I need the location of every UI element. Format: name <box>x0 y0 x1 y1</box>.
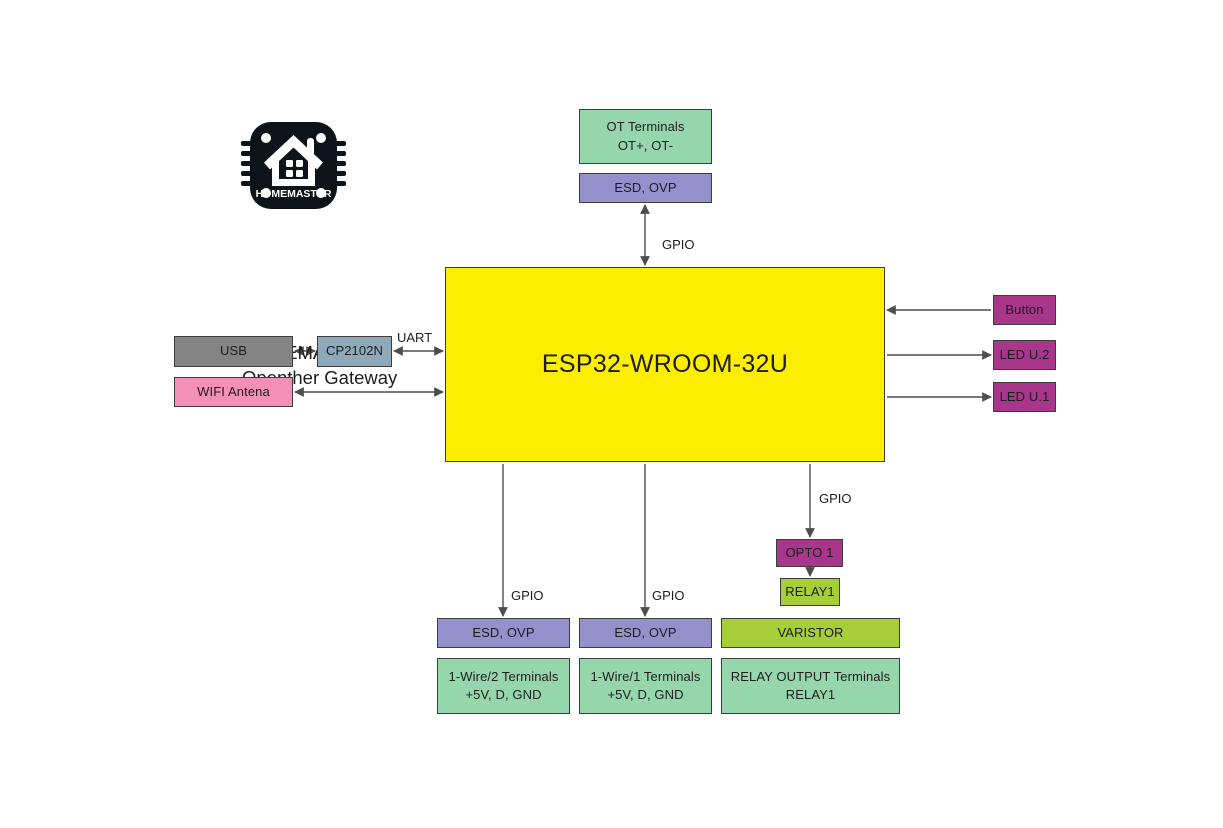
block-label-line2: OT+, OT- <box>617 137 674 153</box>
block-cp2102n[interactable]: CP2102N <box>317 336 392 367</box>
block-label: RELAY1 <box>785 583 835 599</box>
wire-label-uart: UART <box>397 330 433 345</box>
block-relay-output-terminals[interactable]: RELAY OUTPUT Terminals RELAY1 <box>721 658 900 714</box>
block-label-line1: OT Terminals <box>606 119 685 135</box>
homemaster-chip-house-logo-icon: HOMEMASTER <box>241 122 346 209</box>
block-esd-ovp-onewire1[interactable]: ESD, OVP <box>579 618 712 648</box>
block-onewire2-terminals[interactable]: 1-Wire/2 Terminals +5V, D, GND <box>437 658 570 714</box>
block-led-u1[interactable]: LED U.1 <box>993 382 1056 412</box>
block-label: CP2102N <box>325 343 384 359</box>
block-wifi-antenna[interactable]: WIFI Antena <box>174 377 293 407</box>
block-label-line1: 1-Wire/2 Terminals <box>448 668 559 684</box>
block-label: ESD, OVP <box>614 179 677 195</box>
wire-label-gpio-ot: GPIO <box>662 237 695 252</box>
block-label: USB <box>219 343 248 359</box>
block-label: OPTO 1 <box>785 544 834 560</box>
block-label-line2: +5V, D, GND <box>465 687 542 702</box>
block-onewire1-terminals[interactable]: 1-Wire/1 Terminals +5V, D, GND <box>579 658 712 714</box>
block-label-line1: 1-Wire/1 Terminals <box>590 668 701 684</box>
block-label-line2: RELAY1 <box>785 687 836 702</box>
block-label: LED U.1 <box>999 388 1050 404</box>
block-label-line1: RELAY OUTPUT Terminals <box>730 668 891 684</box>
block-label: VARISTOR <box>777 624 844 640</box>
block-esp32-wroom-32u[interactable]: ESP32-WROOM-32U <box>445 267 885 462</box>
block-ot-terminals[interactable]: OT Terminals OT+, OT- <box>579 109 712 164</box>
wire-label-gpio-opto: GPIO <box>819 491 852 506</box>
block-relay1[interactable]: RELAY1 <box>780 578 840 606</box>
wire-label-gpio-onewire2: GPIO <box>511 588 544 603</box>
block-ot-esd-ovp[interactable]: ESD, OVP <box>579 173 712 203</box>
logo-wordmark: HOMEMASTER <box>256 188 332 200</box>
block-label: LED U.2 <box>999 346 1050 362</box>
brand-logo-block: HOMEMASTER HOMEMASTER Openther Gateway <box>231 113 481 388</box>
block-opto1[interactable]: OPTO 1 <box>776 539 843 567</box>
block-label-line2: +5V, D, GND <box>607 687 684 702</box>
block-esd-ovp-onewire2[interactable]: ESD, OVP <box>437 618 570 648</box>
block-button[interactable]: Button <box>993 295 1056 325</box>
block-usb[interactable]: USB <box>174 336 293 367</box>
wire-label-gpio-onewire1: GPIO <box>652 588 685 603</box>
block-led-u2[interactable]: LED U.2 <box>993 340 1056 370</box>
block-varistor[interactable]: VARISTOR <box>721 618 900 648</box>
block-label: ESD, OVP <box>614 624 677 640</box>
block-label: WIFI Antena <box>197 383 270 399</box>
block-label: Button <box>1005 301 1044 317</box>
block-label: ESP32-WROOM-32U <box>541 349 789 378</box>
block-label: ESD, OVP <box>472 624 535 640</box>
